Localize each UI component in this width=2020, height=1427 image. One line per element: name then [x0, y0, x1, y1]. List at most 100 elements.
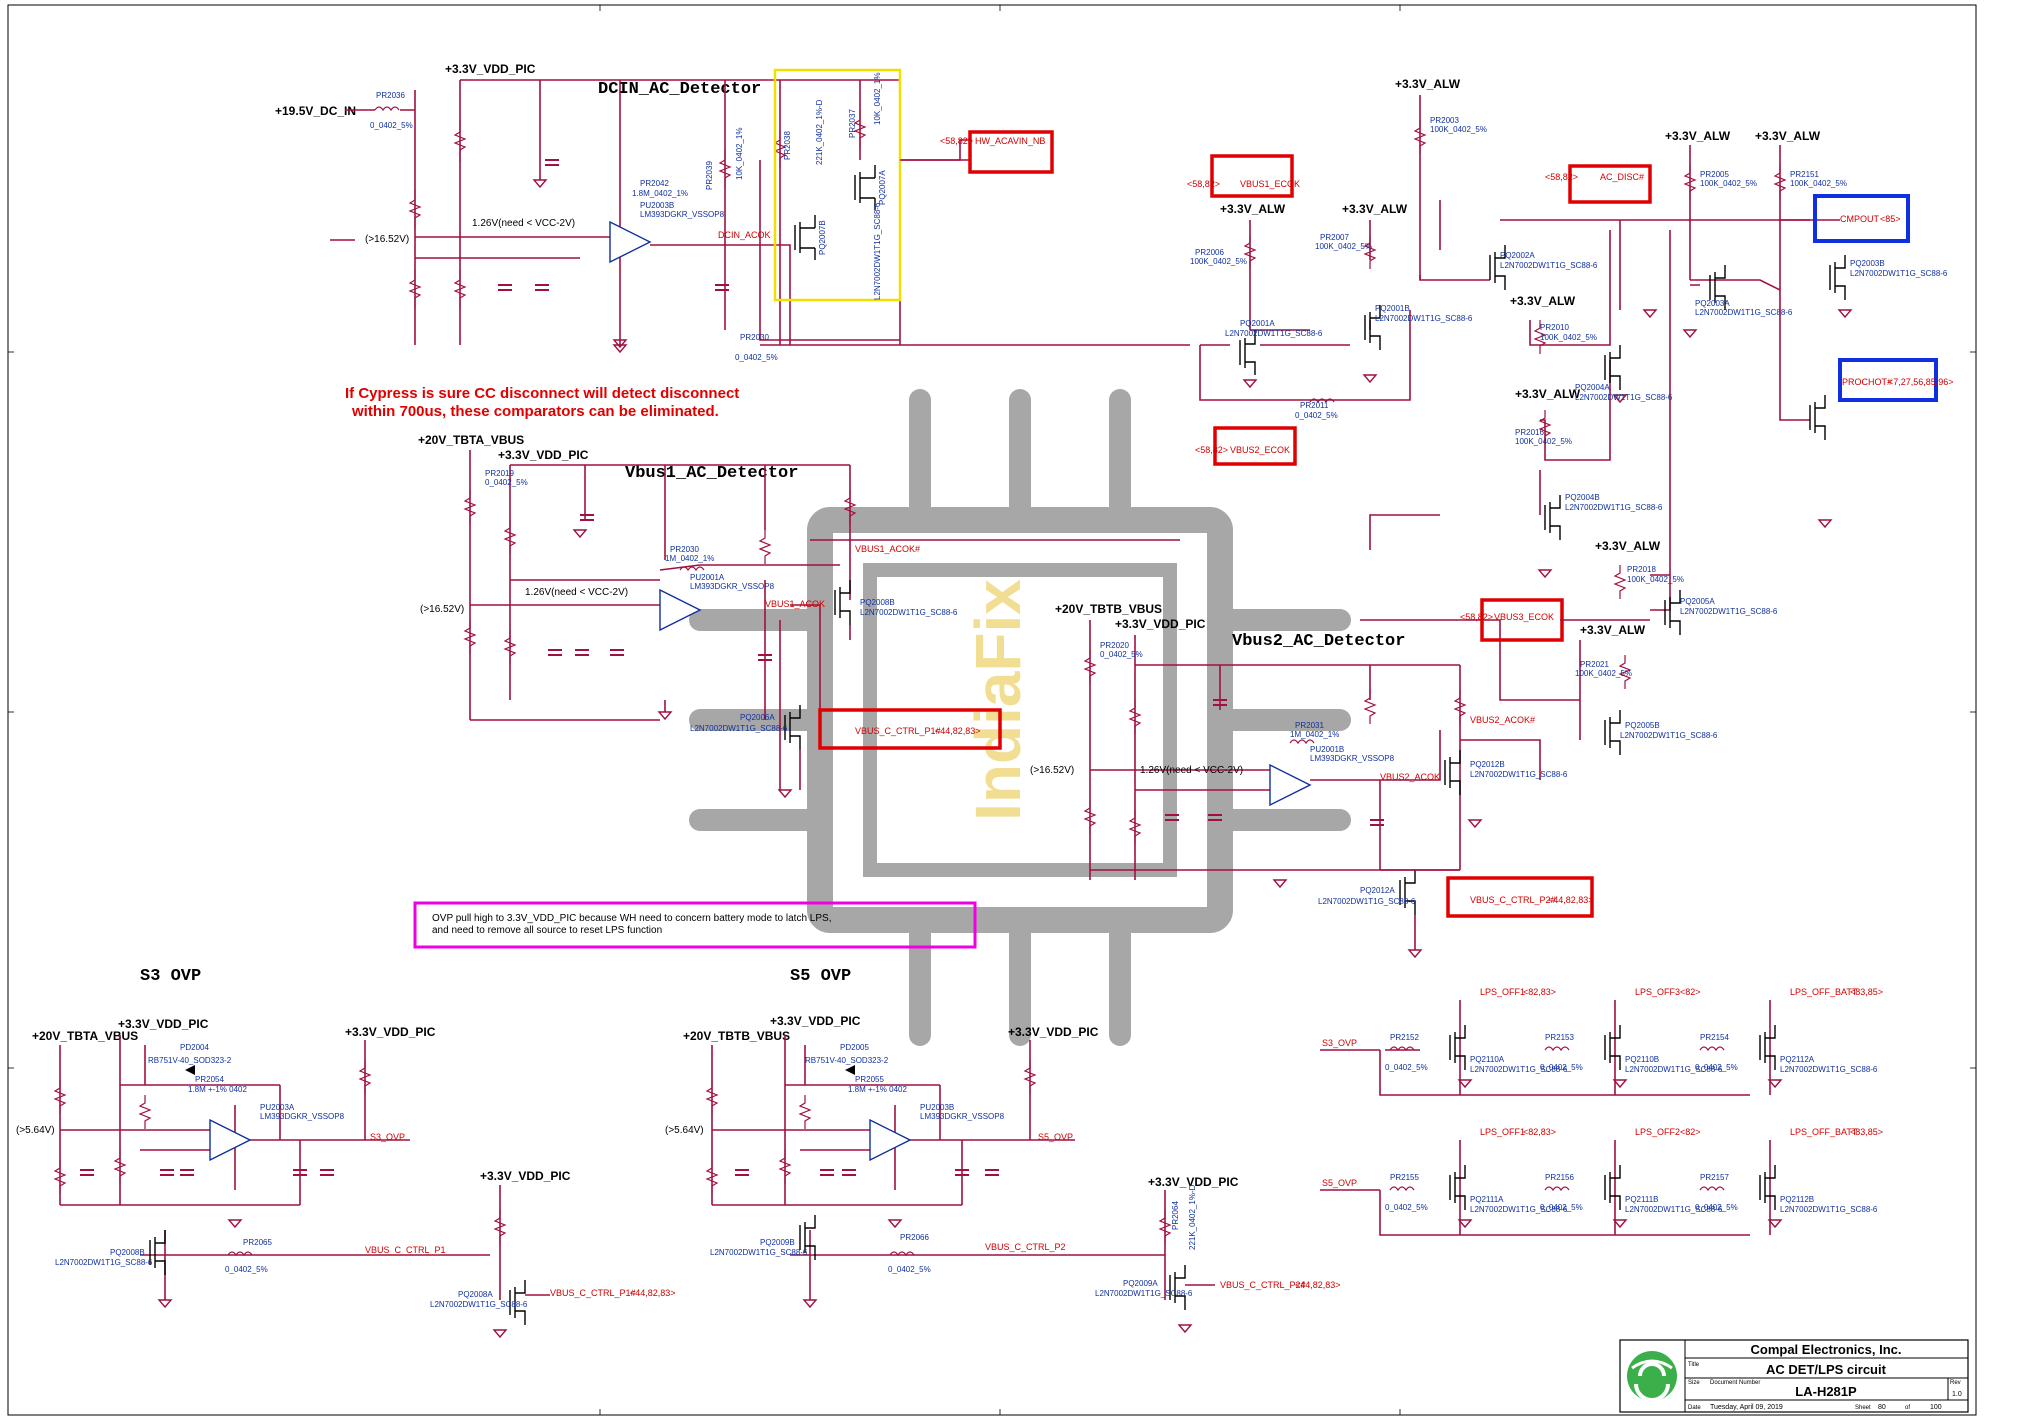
s5-title: S5 OVP [790, 967, 851, 986]
pr2031-label: PR2031 [1295, 721, 1324, 730]
s3-title: S3 OVP [140, 967, 201, 986]
pq2005b-label: PQ2005B [1625, 721, 1660, 730]
tbta-rail-1: +20V_TBTA_VBUS [418, 433, 524, 447]
vbus1-v1652: (>16.52V) [420, 604, 464, 615]
pq2004a-label: PQ2004A [1575, 383, 1610, 392]
title-block: Compal Electronics, Inc. Title AC DET/LP… [1619, 1339, 1969, 1413]
highlight-cmpout [1813, 194, 1910, 243]
l2n-pq2005b: L2N7002DW1T1G_SC88-6 [1620, 731, 1718, 740]
pr2154-value: 0_0402_5% [1695, 1063, 1738, 1072]
rev-label: Rev [1950, 1380, 1961, 1386]
pr2154-label: PR2154 [1700, 1033, 1729, 1042]
pr2066-label: PR2066 [900, 1233, 929, 1242]
pr2157-value: 0_0402_5% [1695, 1203, 1738, 1212]
pq2003a-label: PQ2003A [1695, 299, 1730, 308]
lps-off-batt-ref-2: <83,85> [1850, 1127, 1883, 1137]
alw-rail-1: +3.3V_ALW [1395, 77, 1461, 91]
vbus-ctrl-p1-signal: VBUS_C_CTRL_P1# [855, 726, 941, 736]
prochot-ref: <7,27,56,85,96> [1888, 377, 1954, 387]
dcin-ac-detector: DCIN_AC_Detector +19.5V_DC_IN +3.3V_VDD_… [275, 62, 1190, 362]
ovp-note-line2: and need to remove all source to reset L… [432, 925, 662, 936]
vbus2-vcc-note: 1.26V(need < VCC-2V) [1140, 765, 1243, 776]
pu2001b-label: PU2001B [1310, 745, 1344, 754]
vdd-pic-rail-2: +3.3V_VDD_PIC [498, 448, 589, 462]
tbtb-rail-2: +20V_TBTB_VBUS [683, 1029, 790, 1043]
pq2009b-label: PQ2009B [760, 1238, 795, 1247]
pr2156-label: PR2156 [1545, 1173, 1574, 1182]
pr2021-label: PR2021 [1580, 660, 1609, 669]
pq2111a-label: PQ2111A [1470, 1195, 1504, 1204]
l2n-vbus1: L2N7002DW1T1G_SC88-6 [860, 608, 958, 617]
vbus1-ac-detector: +20V_TBTA_VBUS +3.3V_VDD_PIC Vbus1_AC_De… [418, 433, 1180, 799]
pr2065-label: PR2065 [243, 1238, 272, 1247]
l2n-pq2005a: L2N7002DW1T1G_SC88-6 [1680, 607, 1778, 616]
vbus2-ecok-ref: <58,82> [1195, 445, 1228, 455]
pr2039-label: PR2039 [705, 161, 714, 190]
pq2012a-label: PQ2012A [1360, 886, 1395, 895]
vbus1-ecok-ref: <58,82> [1187, 179, 1220, 189]
l2n-pq2007: L2N7002DW1T1G_SC88-6 [873, 202, 882, 300]
pq2007b-fet [794, 215, 816, 260]
l2n-pq2001b: L2N7002DW1T1G_SC88-6 [1375, 314, 1473, 323]
r18m-s5: 1.8M +-1% 0402 [848, 1085, 907, 1094]
pr2006-label: PR2006 [1195, 248, 1224, 257]
lm393-vbus1: LM393DGKR_VSSOP8 [690, 582, 775, 591]
highlight-prochot [1838, 358, 1938, 402]
compal-logo-icon [1627, 1351, 1677, 1402]
pq2006a-label: PQ2006A [740, 713, 775, 722]
pr2042-label: PR2042 [640, 179, 669, 188]
lps-off2-ref: <82> [1680, 1127, 1701, 1137]
pr2011-label: PR2011 [1300, 401, 1329, 410]
pu2003b-label: PU2003B [640, 201, 674, 210]
lm393-s3: LM393DGKR_VSSOP8 [260, 1112, 345, 1121]
pq2009a-label: PQ2009A [1123, 1279, 1158, 1288]
lps-off-batt-ref-1: <83,85> [1850, 987, 1883, 997]
pq2012b-label: PQ2012B [1470, 760, 1505, 769]
date-value: Tuesday, April 09, 2019 [1710, 1404, 1783, 1411]
s5-ctrl-p2-ref: <44,82,83> [1295, 1280, 1341, 1290]
s5-ctrl-p2-n: VBUS_C_CTRL_P2# [1220, 1280, 1306, 1290]
pq2005a-label: PQ2005A [1680, 597, 1715, 606]
s5-comparator [869, 1118, 912, 1162]
size-label: Size [1688, 1380, 1700, 1386]
hw-acavin-signal: HW_ACAVIN_NB [975, 136, 1045, 146]
vbus2-title: Vbus2_AC_Detector [1232, 632, 1405, 651]
l2n-pq2012a: L2N7002DW1T1G_SC88-6 [1318, 897, 1416, 906]
dc-in-rail: +19.5V_DC_IN [275, 104, 356, 118]
pr2064-label: PR2064 [1171, 1201, 1180, 1230]
l2n-pq2110b: L2N7002DW1T1G_SC88-6 [1625, 1065, 1723, 1074]
cmpout-signal: CMPOUT [1840, 214, 1879, 224]
vbus1-comparator [659, 588, 702, 632]
hw-acavin-ref: <58,82> [940, 136, 973, 146]
date-label: Date [1688, 1405, 1701, 1411]
dcin-comparator [609, 220, 652, 264]
vbus2-acok: VBUS2_ACOK [1380, 772, 1440, 782]
l2n-pq2111a: L2N7002DW1T1G_SC88-6 [1470, 1205, 1568, 1214]
pr2157-label: PR2157 [1700, 1173, 1729, 1182]
pr2036-value: 0_0402_5% [370, 121, 413, 130]
pr2011-value: 0_0402_5% [1295, 411, 1338, 420]
lps-off-batt-1: LPS_OFF_BATT [1790, 987, 1858, 997]
dcin-acok: DCIN_ACOK [718, 230, 771, 240]
pr2030-value: 0_0402_5% [735, 353, 778, 362]
ac-disc-logic: +3.3V_ALW +3.3V_ALW +3.3V_ALW +3.3V_ALW … [1187, 77, 1954, 780]
vbus2-v1652: (>16.52V) [1030, 765, 1074, 776]
pr2054-label: PR2054 [195, 1075, 224, 1084]
ac-disc-ref: <58,82> [1545, 172, 1578, 182]
pr2031-value: 1M_0402_1% [1290, 730, 1339, 739]
vbus1-acok: VBUS1_ACOK [765, 599, 825, 609]
vbus-ctrl-p1-ref: <44,82,83> [935, 726, 981, 736]
sheet-total: 100 [1930, 1404, 1942, 1411]
pr2010-value: 100K_0402_5% [1540, 333, 1597, 342]
dcin-v1652: (>16.52V) [365, 234, 409, 245]
pq2008b-s3-label: PQ2008B [110, 1248, 145, 1257]
vbus1-title: Vbus1_AC_Detector [625, 464, 798, 483]
pq2007b-label: PQ2007B [818, 220, 827, 255]
vbus-ctrl-p2-ref: <44,82,83> [1548, 895, 1594, 905]
of-label: of [1905, 1405, 1910, 1411]
highlight-ovp-note [413, 901, 977, 949]
s3-comparator [209, 1118, 252, 1162]
ovp-note-line1: OVP pull high to 3.3V_VDD_PIC because WH… [432, 913, 831, 924]
s5-ovp-signal: S5_OVP [1038, 1132, 1073, 1142]
vdd-pic-rail-6: +3.3V_VDD_PIC [480, 1169, 571, 1183]
